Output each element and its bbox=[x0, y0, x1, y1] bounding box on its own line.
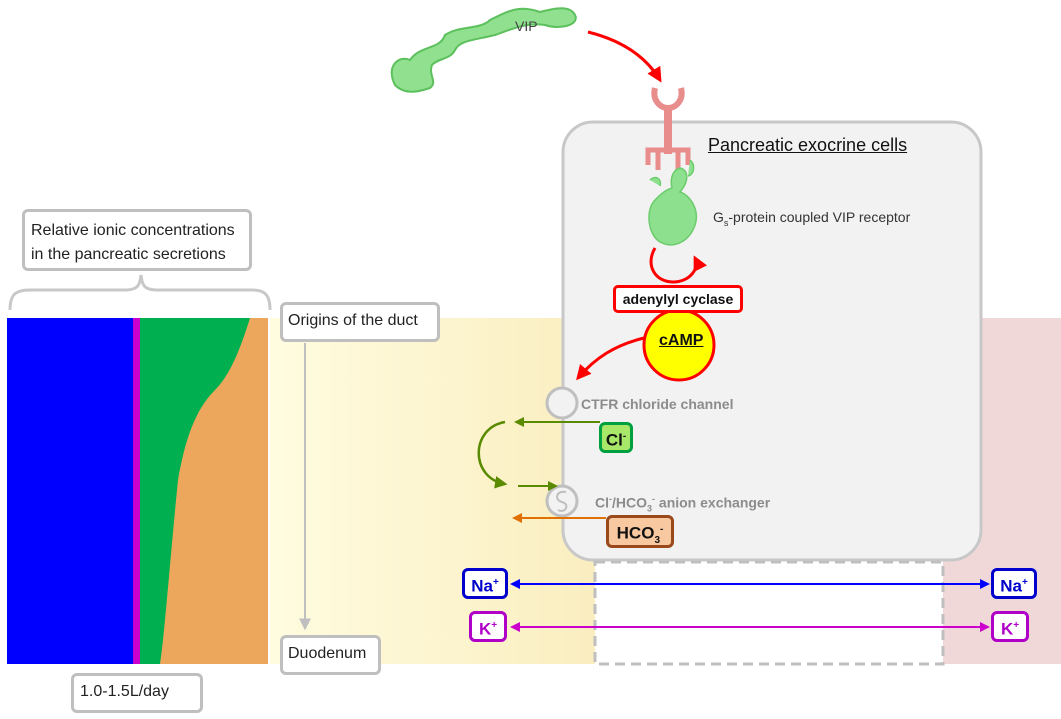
vip-label: VIP bbox=[515, 18, 538, 34]
sodium-ion-text-right: Na bbox=[1000, 576, 1022, 596]
sodium-band bbox=[7, 318, 135, 664]
concentration-caption-line1: Relative ionic concentrations bbox=[31, 222, 235, 239]
sodium-ion-box-left: Na+ bbox=[462, 568, 508, 599]
secretion-volume-label: 1.0-1.5L/day bbox=[80, 683, 169, 700]
duct-lumen bbox=[270, 318, 595, 664]
exchanger-mid: /HCO bbox=[612, 494, 647, 511]
chloride-recycle-arrow bbox=[477, 420, 508, 489]
exchanger-prefix-sup: - bbox=[609, 494, 612, 504]
paracellular-junction bbox=[593, 560, 945, 666]
adenylyl-cyclase-box: adenylyl cyclase bbox=[613, 285, 743, 313]
chloride-band bbox=[140, 318, 250, 664]
chloride-ion-text: Cl bbox=[605, 430, 623, 450]
potassium-ion-box-right: K+ bbox=[991, 611, 1029, 642]
chloride-ion-sup: - bbox=[622, 431, 627, 442]
potassium-ion-text-right: K bbox=[1000, 619, 1014, 639]
ion-concentration-chart bbox=[7, 318, 268, 664]
receptor-label-main: -protein coupled VIP receptor bbox=[728, 209, 911, 225]
cftr-label: CTFR chloride channel bbox=[581, 396, 734, 412]
concentration-caption-box: Relative ionic concentrations in the pan… bbox=[22, 209, 252, 271]
sodium-ion-sup-left: + bbox=[492, 577, 499, 588]
camp-label: cAMP bbox=[659, 332, 704, 349]
vip-receptor-icon bbox=[645, 87, 691, 170]
concentration-caption-line2: in the pancreatic secretions bbox=[31, 246, 226, 263]
receptor-label: Gs-protein coupled VIP receptor bbox=[713, 209, 910, 228]
potassium-ion-sup-right: + bbox=[1013, 620, 1020, 631]
receptor-label-sub: s bbox=[723, 217, 729, 228]
potassium-ion-text-left: K bbox=[478, 619, 492, 639]
exchanger-suffix: anion exchanger bbox=[655, 494, 771, 511]
exchanger-prefix: Cl bbox=[595, 494, 609, 511]
chloride-ion-box: Cl- bbox=[599, 422, 633, 453]
bicarbonate-ion-sup: - bbox=[660, 524, 664, 535]
g-protein-icon bbox=[648, 159, 697, 246]
receptor-label-g: G bbox=[713, 209, 724, 225]
exchanger-label: Cl-/HCO3- anion exchanger bbox=[595, 494, 770, 513]
duct-origin-box: Origins of the duct bbox=[280, 302, 440, 342]
sodium-ion-text-left: Na bbox=[471, 576, 493, 596]
secretion-volume-box: 1.0-1.5L/day bbox=[71, 673, 203, 713]
bicarbonate-ion-box: HCO3- bbox=[606, 515, 674, 548]
camp-to-cftr-arrow bbox=[576, 336, 645, 381]
cell-title: Pancreatic exocrine cells bbox=[708, 135, 908, 155]
chart-brace bbox=[8, 274, 272, 311]
exchanger-swirl bbox=[556, 490, 568, 512]
duodenum-label: Duodenum bbox=[288, 645, 367, 662]
potassium-band bbox=[133, 318, 140, 664]
bicarbonate-ion-sub: 3 bbox=[654, 535, 660, 547]
sodium-ion-box-right: Na+ bbox=[991, 568, 1037, 599]
vip-peptide-icon bbox=[390, 7, 577, 93]
cftr-channel-icon bbox=[545, 386, 579, 420]
duct-origin-label: Origins of the duct bbox=[288, 312, 418, 329]
activation-loop-arrow bbox=[649, 247, 708, 284]
sodium-ion-sup-right: + bbox=[1021, 577, 1028, 588]
exchanger-mid-sub: 3 bbox=[647, 503, 653, 514]
exchanger-mid-sup: - bbox=[652, 494, 656, 504]
vip-binding-arrow bbox=[587, 30, 662, 83]
potassium-ion-box-left: K+ bbox=[469, 611, 507, 642]
potassium-ion-sup-left: + bbox=[491, 620, 498, 631]
bicarbonate-ion-text: HCO bbox=[616, 523, 655, 543]
adenylyl-cyclase-label: adenylyl cyclase bbox=[622, 291, 734, 307]
duodenum-box: Duodenum bbox=[280, 635, 381, 675]
